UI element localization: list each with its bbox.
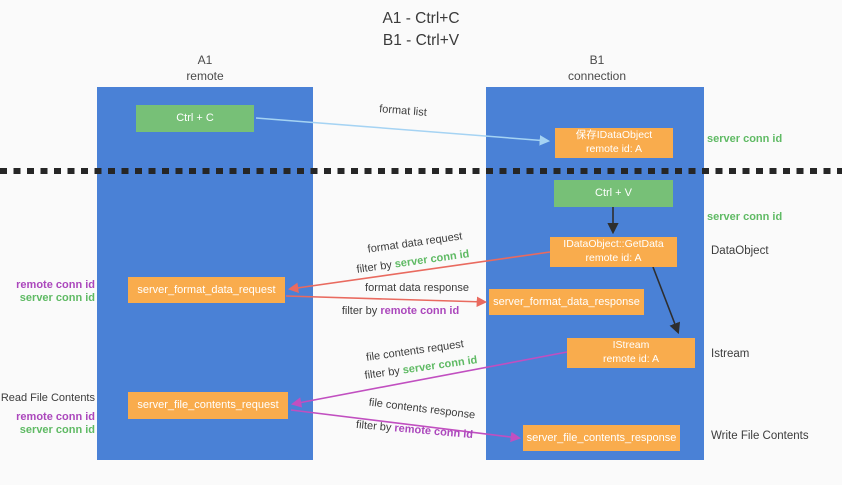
file-contents-response-filter: filter by remote conn id: [352, 419, 478, 442]
filter-by-text: filter by: [363, 365, 401, 382]
server-file-contents-request-label: server_file_contents_request: [137, 399, 279, 412]
diagram-title: A1 - Ctrl+C B1 - Ctrl+V: [0, 8, 842, 53]
server-file-contents-response-label: server_file_contents_response: [526, 431, 677, 444]
server-conn-id-annotation-file: server conn id: [19, 424, 95, 436]
lane-a1-subtitle: remote: [186, 68, 224, 83]
server-format-data-response-box: server_format_data_response: [489, 289, 644, 315]
ctrl-c-label: Ctrl + C: [176, 112, 214, 125]
read-file-contents-annotation: Read File Contents: [0, 392, 95, 404]
server-conn-id-annotation-format: server conn id: [19, 292, 95, 304]
server-conn-id-key: server conn id: [393, 248, 471, 271]
title-line-1: A1 - Ctrl+C: [382, 10, 460, 27]
filter-by-text: filter by: [341, 305, 378, 317]
getdata-line2: remote id: A: [585, 252, 642, 264]
ctrl-v-box: Ctrl + V: [554, 180, 673, 207]
session-divider-dotted-line: [0, 168, 842, 174]
server-format-data-response-label: server_format_data_response: [493, 295, 640, 308]
write-file-contents-annotation: Write File Contents: [711, 430, 809, 442]
istream-box: IStream remote id: A: [567, 338, 695, 368]
getdata-line1: IDataObject::GetData: [563, 238, 664, 251]
format-data-response-filter: filter by remote conn id: [338, 305, 463, 317]
file-contents-response-label: file contents response: [368, 396, 476, 422]
format-data-response-label: format data response: [365, 282, 469, 294]
title-line-2: B1 - Ctrl+V: [382, 32, 460, 50]
server-format-data-request-box: server_format_data_request: [128, 277, 285, 303]
filter-by-text: filter by: [355, 259, 393, 276]
server-conn-id-annotation-mid: server conn id: [707, 211, 783, 223]
lane-header-a1: A1 remote: [155, 53, 255, 84]
remote-conn-id-annotation-file: remote conn id: [16, 411, 95, 423]
ctrl-c-box: Ctrl + C: [136, 105, 254, 132]
lane-header-b1: B1 connection: [547, 53, 647, 84]
remote-conn-id-annotation-format: remote conn id: [16, 279, 95, 291]
istream-line2: remote id: A: [602, 353, 660, 365]
save-dataobject-box: 保存IDataObject remote id: A: [555, 128, 673, 158]
lane-a1-name: A1: [197, 53, 213, 67]
remote-conn-id-key: remote conn id: [380, 305, 460, 317]
server-file-contents-request-box: server_file_contents_request: [128, 392, 288, 419]
lane-b1-name: B1: [589, 53, 605, 67]
remote-conn-id-key: remote conn id: [393, 422, 474, 442]
server-format-data-request-label: server_format_data_request: [137, 283, 276, 296]
format-list-label: format list: [378, 103, 428, 119]
save-dataobject-line1: 保存IDataObject: [575, 129, 653, 142]
server-conn-id-annotation-top: server conn id: [707, 133, 783, 145]
istream-annotation: Istream: [711, 348, 750, 360]
save-dataobject-line2: remote id: A: [585, 143, 643, 155]
server-conn-id-key: server conn id: [401, 354, 479, 377]
ctrl-v-label: Ctrl + V: [595, 187, 632, 200]
lane-b1-subtitle: connection: [567, 68, 627, 83]
istream-line1: IStream: [612, 339, 650, 352]
server-file-contents-response-box: server_file_contents_response: [523, 425, 680, 451]
format-data-response-arrow: [285, 295, 488, 307]
dataobject-annotation: DataObject: [711, 245, 769, 257]
filter-by-text: filter by: [355, 418, 392, 434]
getdata-box: IDataObject::GetData remote id: A: [550, 237, 677, 267]
